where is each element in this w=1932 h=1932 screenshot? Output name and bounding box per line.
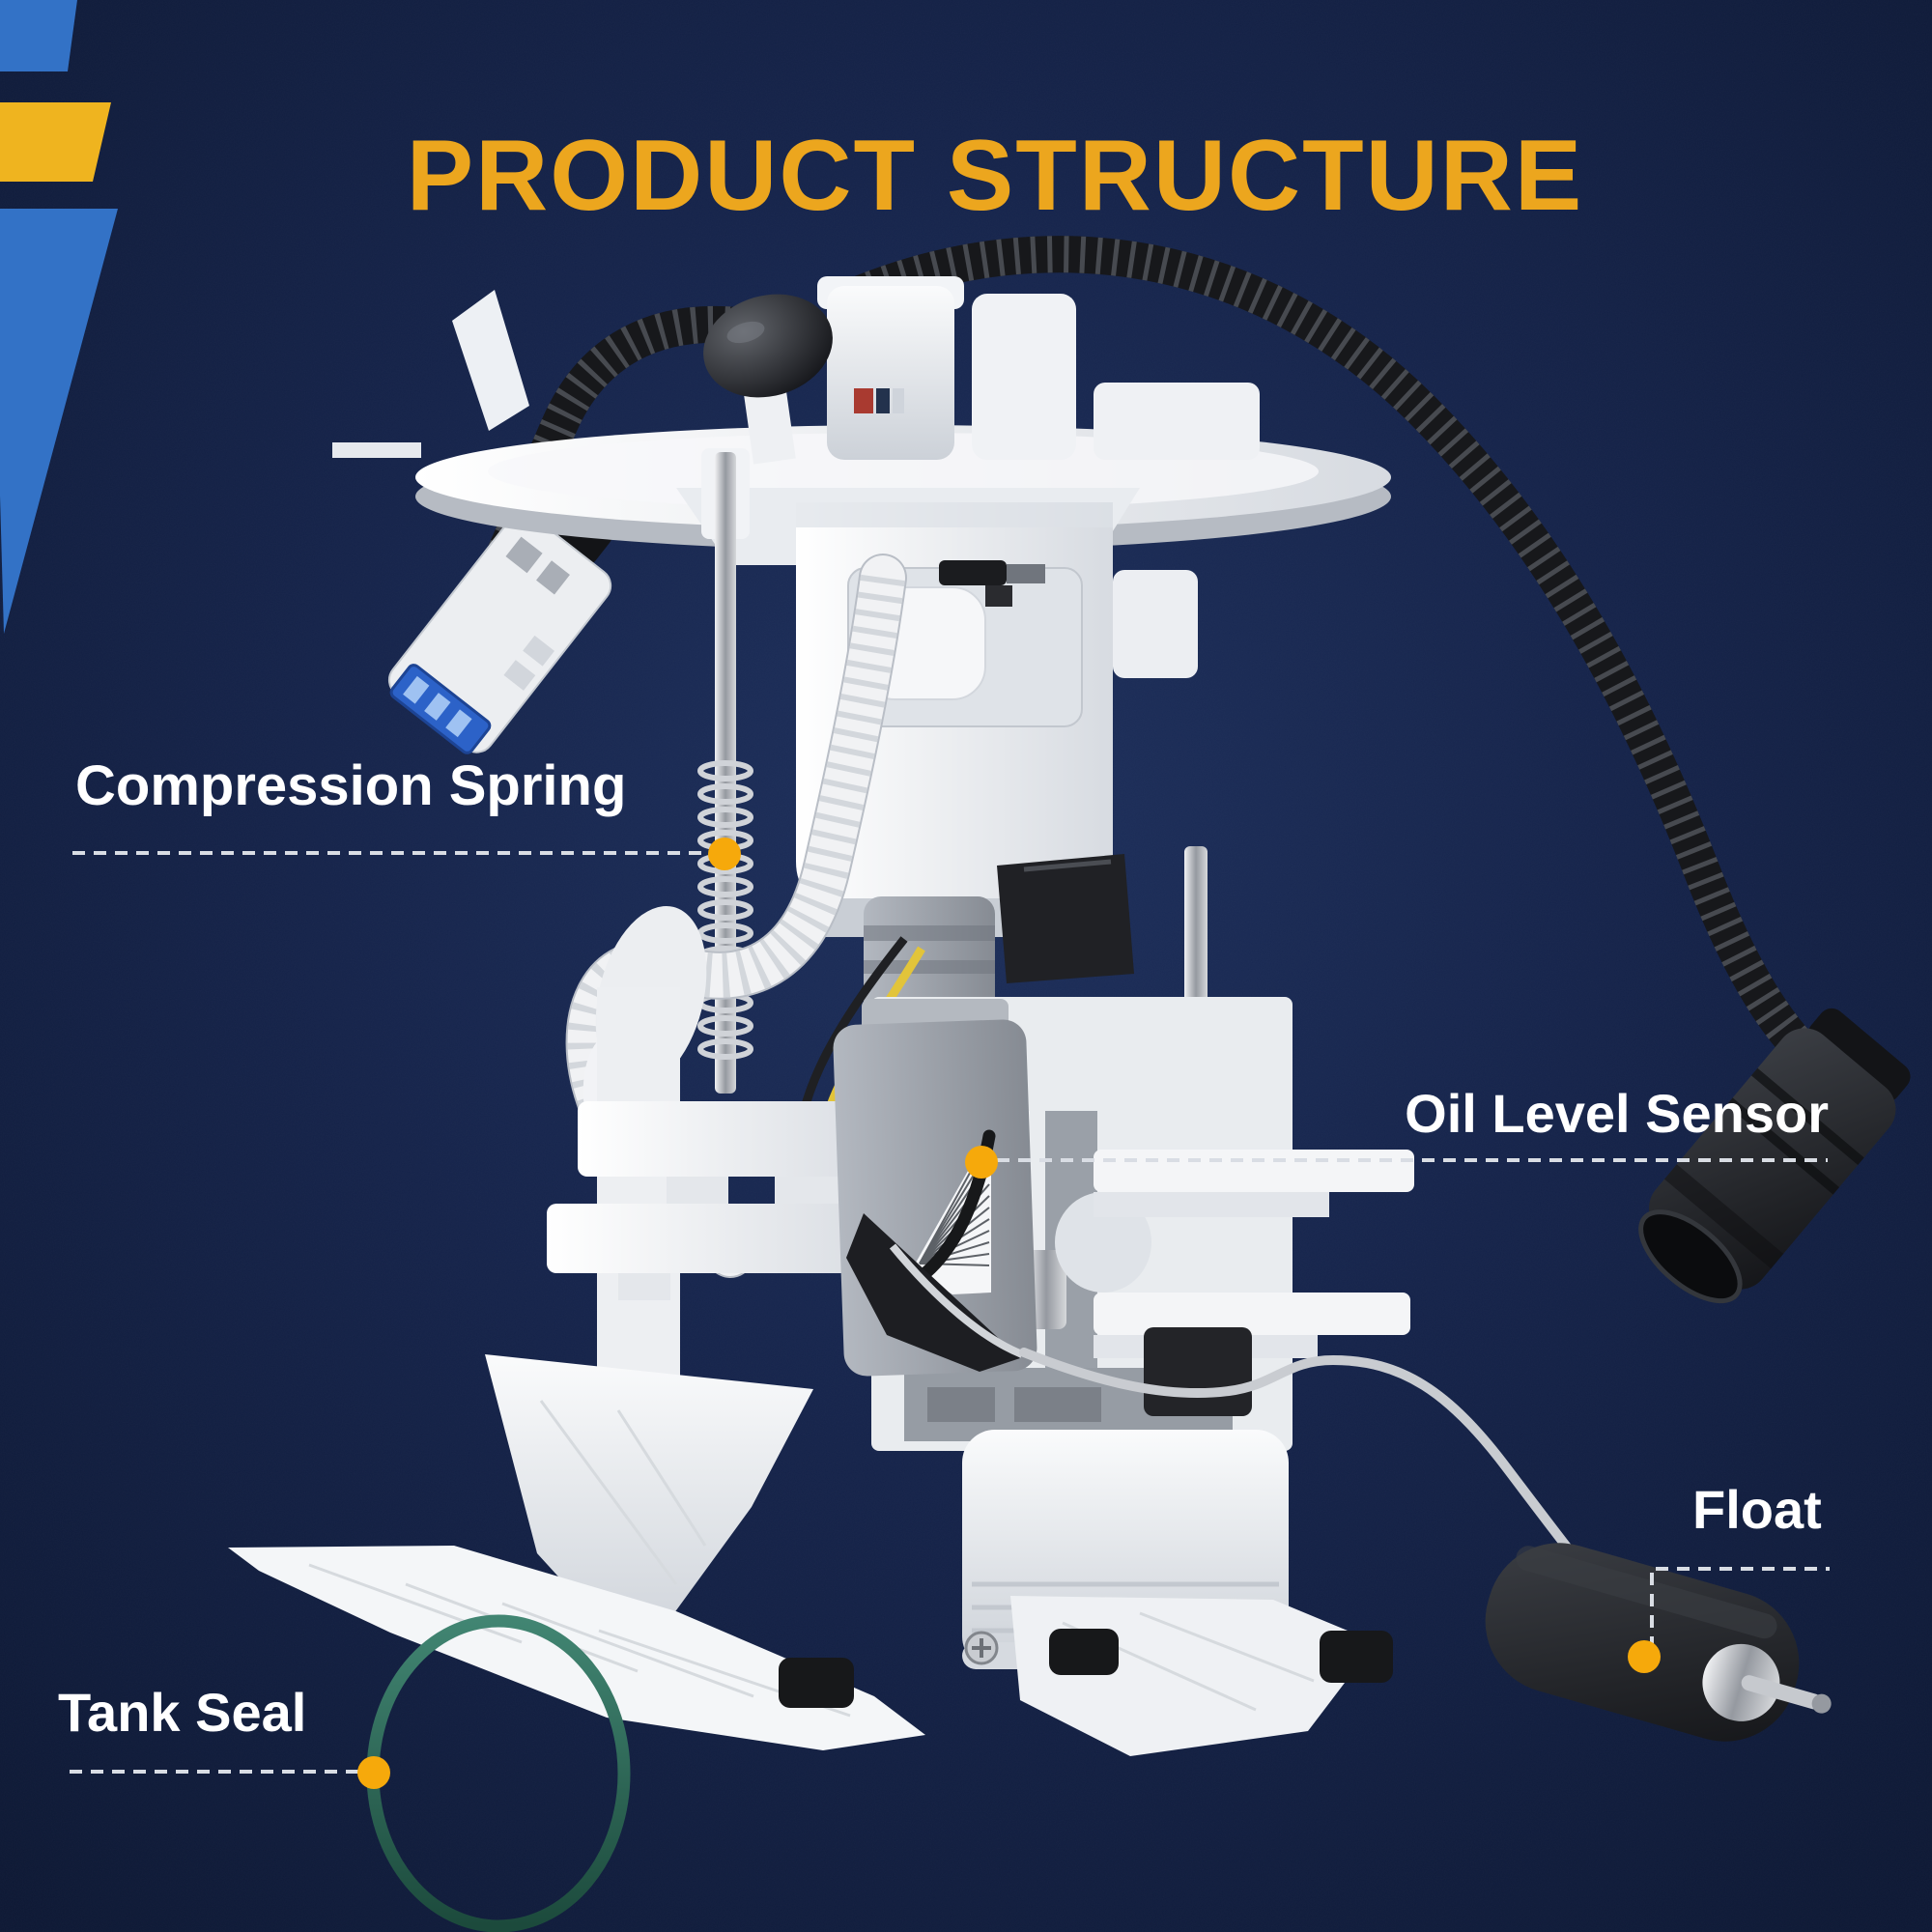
- page-title: PRODUCT STRUCTURE: [406, 120, 1584, 232]
- leader-line-oil-level-sensor: [997, 1158, 1828, 1162]
- label-compression-spring: Compression Spring: [75, 754, 627, 817]
- corner-ribbon-blue-large: [0, 209, 118, 634]
- leader-line-compression-spring: [72, 851, 712, 855]
- callout-dot-compression-spring: [708, 838, 741, 870]
- float-arm: [1019, 1348, 1634, 1626]
- mounting-screw: [964, 1631, 999, 1665]
- label-float: Float: [1692, 1479, 1822, 1540]
- oil-level-sensor-assembly: [833, 999, 1037, 1377]
- callout-dot-tank-seal: [357, 1756, 390, 1789]
- mounting-flange: [332, 276, 1391, 565]
- label-oil-level-sensor: Oil Level Sensor: [1405, 1083, 1829, 1144]
- leader-line-float-horizontal: [1656, 1567, 1830, 1571]
- callout-dot-float: [1628, 1640, 1661, 1673]
- leader-line-tank-seal: [70, 1770, 361, 1774]
- corner-ribbon-yellow: [0, 102, 111, 182]
- rubber-feet: [779, 1629, 1393, 1708]
- callout-dot-oil-level-sensor: [965, 1146, 998, 1179]
- corner-ribbon-blue-small: [0, 0, 77, 71]
- label-tank-seal: Tank Seal: [58, 1682, 307, 1743]
- leader-line-float-vertical: [1650, 1573, 1654, 1646]
